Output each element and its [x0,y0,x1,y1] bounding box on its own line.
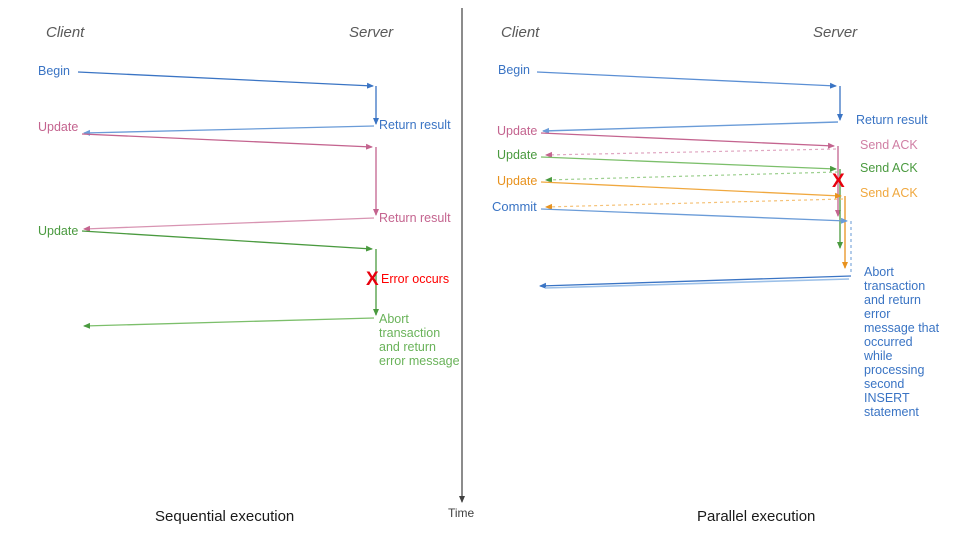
arrow-update-1-left [81,133,373,150]
left-label-return-result-2: Return result [379,211,451,225]
arrow-update-3-right [540,181,842,199]
right-label-commit: Commit [492,199,537,214]
arrow-commit-right [540,208,848,224]
right-label-update-2: Update [497,148,538,162]
left-label-return-result-1: Return result [379,118,451,132]
left-error-x-icon: X [366,269,379,290]
right-label-update-1: Update [497,124,538,138]
right-panel-caption: Parallel execution [697,508,816,525]
right-client-title: Client [501,24,540,41]
arrow-update-2-left [81,230,373,252]
right-label-begin: Begin [498,63,530,77]
right-label-send-ack-3: Send ACK [860,186,918,200]
arrow-abort-right [539,275,852,289]
arrow-abort-left [83,317,375,329]
right-server-title: Server [813,24,858,41]
left-client-title: Client [46,24,85,41]
left-label-begin: Begin [38,64,70,78]
left-server-title: Server [349,24,394,41]
arrow-return-result-2 [83,217,375,232]
arrow-begin-right [536,71,837,89]
left-label-abort-message: Abort transaction and return error messa… [379,312,460,368]
arrow-ack-1-dotted [545,148,837,158]
left-label-update-1: Update [38,120,79,134]
right-label-send-ack-2: Send ACK [860,161,918,175]
left-panel-arrows [77,71,379,329]
arrow-update-1-right [540,132,835,149]
right-label-abort-message: Abort transaction and return error messa… [864,265,940,419]
right-label-update-3: Update [497,174,538,188]
arrow-update-2-right [540,156,837,172]
right-panel-arrows [536,71,852,289]
right-label-send-ack-1: Send ACK [860,138,918,152]
right-label-return-result: Return result [856,113,928,127]
arrow-ack-3-dotted [545,198,844,210]
arrow-begin-left [77,71,374,89]
arrow-return-result-right [542,121,839,134]
arrow-ack-2-dotted [545,171,839,183]
arrow-return-result-1 [83,125,375,136]
left-label-update-2: Update [38,224,79,238]
right-error-x-icon: X [832,171,845,192]
arrow-abort-right-shadow [544,278,850,289]
left-label-error-occurs: Error occurs [381,272,450,286]
time-axis-label: Time [448,506,475,520]
left-panel-caption: Sequential execution [155,508,295,525]
